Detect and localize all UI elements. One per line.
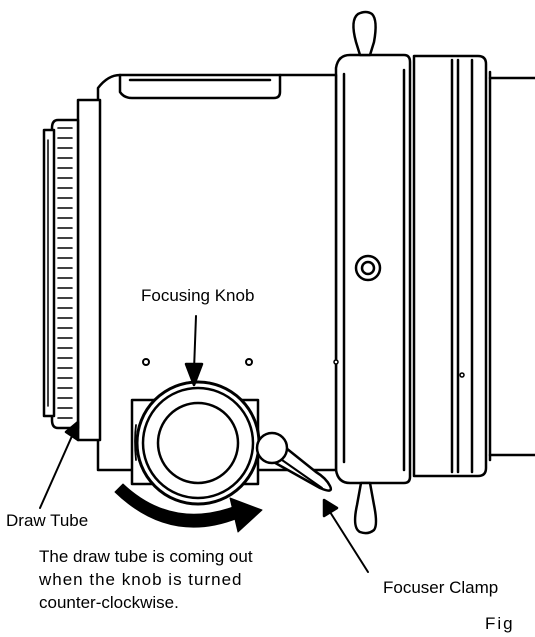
main-tube bbox=[412, 54, 535, 478]
focuser-clamp-label: Focuser Clamp bbox=[383, 578, 499, 597]
clamp-ring bbox=[334, 10, 412, 535]
focusing-knob bbox=[130, 380, 261, 506]
figure-reference: Fig bbox=[485, 614, 515, 633]
focuser-clamp-screw bbox=[255, 431, 333, 492]
rotation-note-line-1: The draw tube is coming out bbox=[39, 547, 253, 566]
draw-tube bbox=[42, 98, 102, 442]
rotation-note-line-2: when the knob is turned bbox=[39, 570, 243, 589]
rotation-arrow bbox=[114, 483, 263, 533]
focusing-knob-arrow-head bbox=[184, 362, 204, 387]
focusing-knob-label: Focusing Knob bbox=[141, 286, 255, 305]
draw-tube-arrow-head bbox=[64, 420, 80, 442]
rotation-note-line-3: counter-clockwise. bbox=[39, 593, 179, 612]
pointer-arrows bbox=[39, 315, 369, 573]
focuser-clamp-arrow-head bbox=[322, 498, 339, 518]
draw-tube-label: Draw Tube bbox=[6, 511, 89, 530]
rotation-note: The draw tube is coming out when the kno… bbox=[39, 545, 253, 614]
